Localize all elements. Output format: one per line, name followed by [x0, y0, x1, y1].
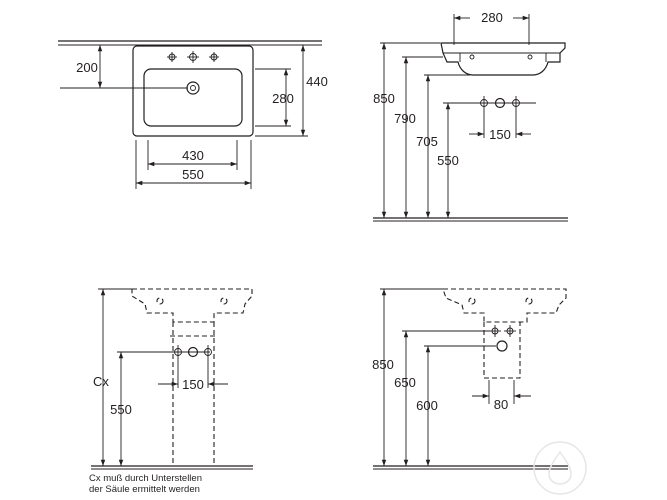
- note-line-1: Cx muß durch Unterstellen: [89, 473, 202, 484]
- basin-hidden-side: [442, 288, 567, 323]
- pipe-holes-icon: [117, 345, 212, 359]
- dim-440: 440: [306, 74, 328, 89]
- top-view: 200 440 280 430 550: [58, 40, 328, 189]
- pipe-holes-icon: [489, 325, 516, 352]
- side-installed-view: 280 850 790 705 550 150: [373, 10, 568, 222]
- front-pedestal-view: Cx 550 150 Cx muß durch Unterstellen der…: [89, 288, 253, 495]
- dim-550-front: 550: [110, 402, 132, 417]
- basin-side: [440, 42, 566, 76]
- basin-outline: [132, 45, 254, 137]
- basin-hidden: [131, 288, 253, 323]
- dim-790: 790: [394, 111, 416, 126]
- dim-850: 850: [373, 91, 395, 106]
- pedestal-hidden: [172, 322, 215, 466]
- dim-550: 550: [182, 167, 204, 182]
- dim-80: 80: [494, 397, 508, 412]
- bowl-outline: [143, 68, 243, 127]
- dim-150-front: 150: [182, 377, 204, 392]
- dim-650: 650: [394, 375, 416, 390]
- note-line-2: der Säule ermittelt werden: [89, 484, 200, 495]
- drain-icon: [186, 81, 200, 95]
- pipe-holes-icon: [443, 96, 536, 110]
- dim-600: 600: [416, 398, 438, 413]
- dim-200: 200: [76, 60, 98, 75]
- side-pedestal-view: 850 650 600 80: [372, 288, 568, 470]
- dim-550-pipe: 550: [437, 153, 459, 168]
- dim-280-taps: 280: [481, 10, 503, 25]
- dim-705: 705: [416, 134, 438, 149]
- dim-cx: Cx: [93, 374, 109, 389]
- dim-430: 430: [182, 148, 204, 163]
- dim-150: 150: [489, 127, 511, 142]
- tap-hole-icon: [167, 51, 219, 63]
- dim-850-side: 850: [372, 357, 394, 372]
- pedestal-hidden-side: [483, 322, 521, 379]
- dim-280-bowl: 280: [272, 91, 294, 106]
- water-drop-icon: [533, 441, 587, 495]
